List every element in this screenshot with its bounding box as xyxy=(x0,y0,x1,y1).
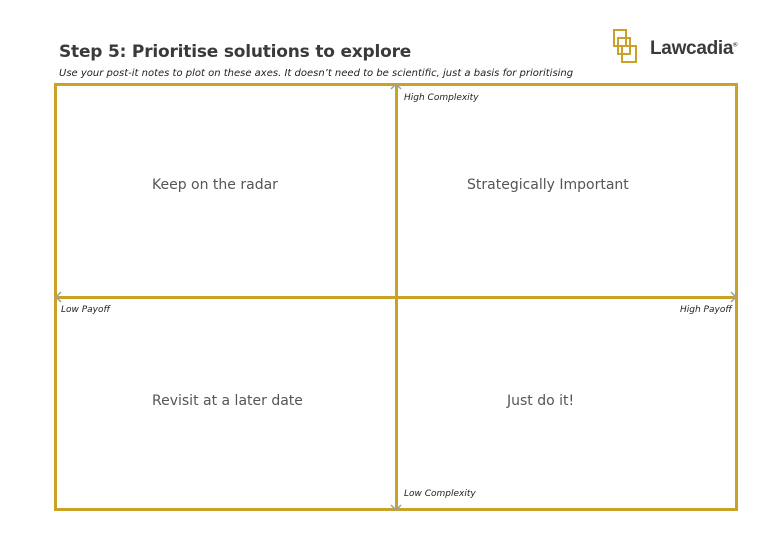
axis-label-bottom: Low Complexity xyxy=(404,489,476,499)
arrow-up-icon xyxy=(390,82,402,90)
axis-label-top: High Complexity xyxy=(404,93,479,103)
axis-label-right: High Payoff xyxy=(680,305,732,315)
arrow-right-icon xyxy=(730,291,738,303)
quadrant-bottom-left: Revisit at a later date xyxy=(152,393,303,409)
horizontal-axis-line xyxy=(54,296,738,299)
arrow-down-icon xyxy=(390,504,402,512)
quadrant-top-right: Strategically Important xyxy=(467,177,629,193)
page-subtitle: Use your post-it notes to plot on these … xyxy=(59,68,574,79)
page-title: Step 5: Prioritise solutions to explore xyxy=(59,42,412,62)
arrow-left-icon xyxy=(54,291,62,303)
logo-wordmark: Lawcadia® xyxy=(650,38,738,59)
axis-label-left: Low Payoff xyxy=(61,305,111,315)
lawcadia-logo-icon xyxy=(613,29,637,63)
quadrant-bottom-right: Just do it! xyxy=(507,393,575,409)
quadrant-top-left: Keep on the radar xyxy=(152,177,278,193)
